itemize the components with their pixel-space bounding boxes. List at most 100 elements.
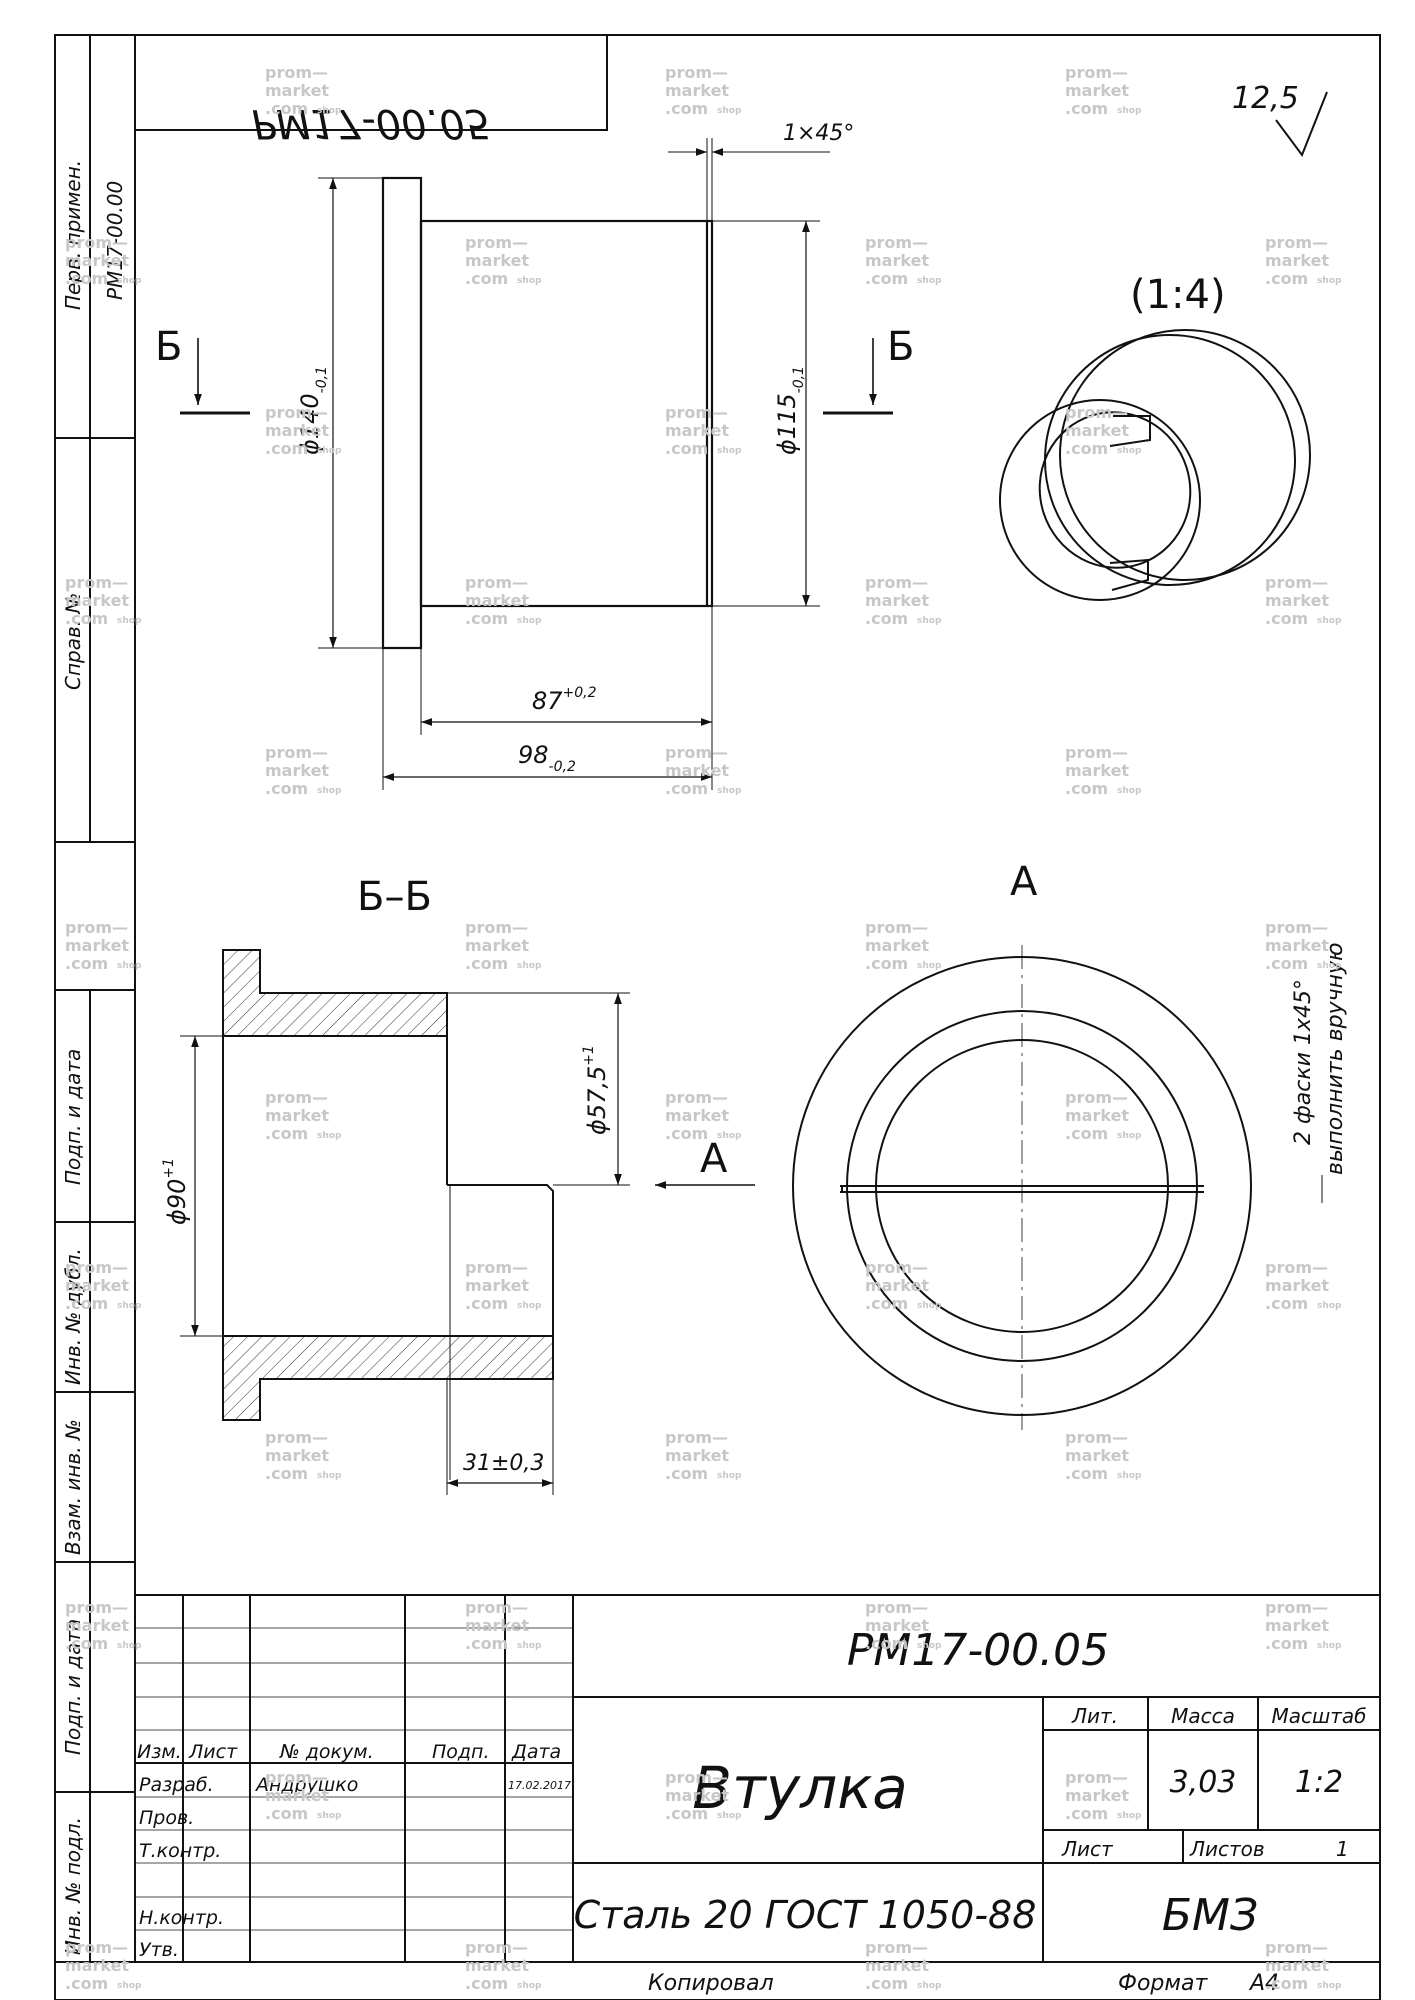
tb-massa: 3,03: [1170, 1765, 1237, 1800]
svg-text:shop: shop: [1117, 106, 1142, 116]
dim-len98: 98-0,2: [518, 741, 576, 775]
svg-text:.com: .com: [865, 609, 908, 628]
svg-text:prom—: prom—: [1065, 403, 1128, 422]
svg-text:prom—: prom—: [865, 918, 928, 937]
svg-text:market: market: [465, 1276, 529, 1295]
svg-text:.com: .com: [1265, 269, 1308, 288]
svg-text:.com: .com: [265, 1804, 308, 1823]
svg-text:market: market: [865, 936, 929, 955]
svg-text:prom—: prom—: [65, 233, 128, 252]
svg-text:shop: shop: [1317, 276, 1342, 286]
svg-text:shop: shop: [1317, 1981, 1342, 1991]
left-strip-labels: Перв. примен. РМ17-00.00 Справ. № Подп. …: [61, 160, 127, 1955]
svg-text:market: market: [665, 421, 729, 440]
svg-text:ϕ115-0,1: ϕ115-0,1: [773, 366, 807, 455]
perv-primen-label: Перв. примен.: [61, 160, 85, 310]
svg-text:.com: .com: [1065, 1124, 1108, 1143]
svg-text:shop: shop: [1117, 1811, 1142, 1821]
svg-text:prom—: prom—: [665, 403, 728, 422]
svg-text:.com: .com: [465, 1634, 508, 1653]
svg-text:.com: .com: [465, 1974, 508, 1993]
svg-text:prom—: prom—: [865, 233, 928, 252]
title-block-lines: [135, 1594, 1380, 1962]
svg-text:market: market: [1265, 1616, 1329, 1635]
svg-text:market: market: [1065, 1106, 1129, 1125]
svg-text:prom—: prom—: [865, 573, 928, 592]
note-text: 2 фаски 1х45° выполнить вручную: [1291, 942, 1348, 1175]
svg-text:.com: .com: [865, 1974, 908, 1993]
svg-text:market: market: [865, 591, 929, 610]
dim-d140: ϕ140-0,1: [296, 366, 330, 455]
svg-text:.com: .com: [865, 1294, 908, 1313]
svg-text:.com: .com: [665, 99, 708, 118]
svg-text:prom—: prom—: [65, 918, 128, 937]
svg-text:shop: shop: [517, 1641, 542, 1651]
svg-text:market: market: [1265, 936, 1329, 955]
view-arrow-label: А: [700, 1136, 728, 1182]
tb-developer: Андрушко: [254, 1774, 358, 1796]
tb-role-tkontr: Т.контр.: [139, 1840, 221, 1862]
svg-text:.com: .com: [465, 269, 508, 288]
svg-text:prom—: prom—: [1065, 63, 1128, 82]
svg-text:.com: .com: [465, 609, 508, 628]
svg-text:.com: .com: [1265, 1294, 1308, 1313]
vzam-inv-label: Взам. инв. №: [61, 1419, 85, 1555]
svg-text:ϕ140-0,1: ϕ140-0,1: [296, 366, 330, 455]
svg-text:prom—: prom—: [65, 1938, 128, 1957]
svg-text:shop: shop: [1117, 446, 1142, 456]
tb-masshtab: 1:2: [1295, 1765, 1343, 1800]
svg-text:market: market: [865, 1276, 929, 1295]
svg-text:shop: shop: [517, 961, 542, 971]
svg-text:shop: shop: [517, 616, 542, 626]
svg-text:market: market: [1065, 1786, 1129, 1805]
svg-text:.com: .com: [465, 1294, 508, 1313]
svg-text:.com: .com: [1265, 1634, 1308, 1653]
svg-text:.com: .com: [865, 1634, 908, 1653]
svg-text:shop: shop: [117, 1981, 142, 1991]
view-a-title: А: [1010, 859, 1038, 905]
tb-listov-label: Листов: [1189, 1837, 1265, 1861]
svg-text:prom—: prom—: [665, 743, 728, 762]
svg-text:shop: shop: [717, 446, 742, 456]
svg-text:.com: .com: [265, 99, 308, 118]
svg-text:2 фаски 1х45°: 2 фаски 1х45°: [1291, 979, 1316, 1145]
svg-text:ϕ90+1: ϕ90+1: [161, 1158, 191, 1225]
svg-text:market: market: [1265, 1956, 1329, 1975]
svg-text:prom—: prom—: [665, 63, 728, 82]
svg-text:prom—: prom—: [265, 1428, 328, 1447]
tb-role-razrab: Разраб.: [139, 1774, 214, 1796]
view-a: А 2 фаски 1х45° выполнить вручную: [792, 859, 1348, 1430]
svg-text:market: market: [465, 591, 529, 610]
svg-text:prom—: prom—: [465, 1938, 528, 1957]
svg-text:.com: .com: [1265, 954, 1308, 973]
podp-data-label-2: Подп. и дата: [61, 1619, 85, 1755]
svg-text:shop: shop: [717, 1471, 742, 1481]
svg-text:market: market: [65, 936, 129, 955]
tb-role-prov: Пров.: [139, 1807, 194, 1829]
svg-text:market: market: [1265, 1276, 1329, 1295]
svg-text:.com: .com: [665, 439, 708, 458]
section-mark-right: Б: [887, 324, 914, 370]
svg-text:.com: .com: [1065, 439, 1108, 458]
svg-text:prom—: prom—: [1065, 743, 1128, 762]
svg-text:shop: shop: [517, 276, 542, 286]
svg-text:shop: shop: [717, 106, 742, 116]
svg-text:market: market: [265, 1446, 329, 1465]
main-view: Б Б ϕ140-0,1 ϕ115-0,1 87+0,2: [155, 121, 914, 790]
svg-text:market: market: [1065, 81, 1129, 100]
svg-text:.com: .com: [1065, 1804, 1108, 1823]
svg-text:shop: shop: [917, 1981, 942, 1991]
svg-text:.com: .com: [665, 1124, 708, 1143]
